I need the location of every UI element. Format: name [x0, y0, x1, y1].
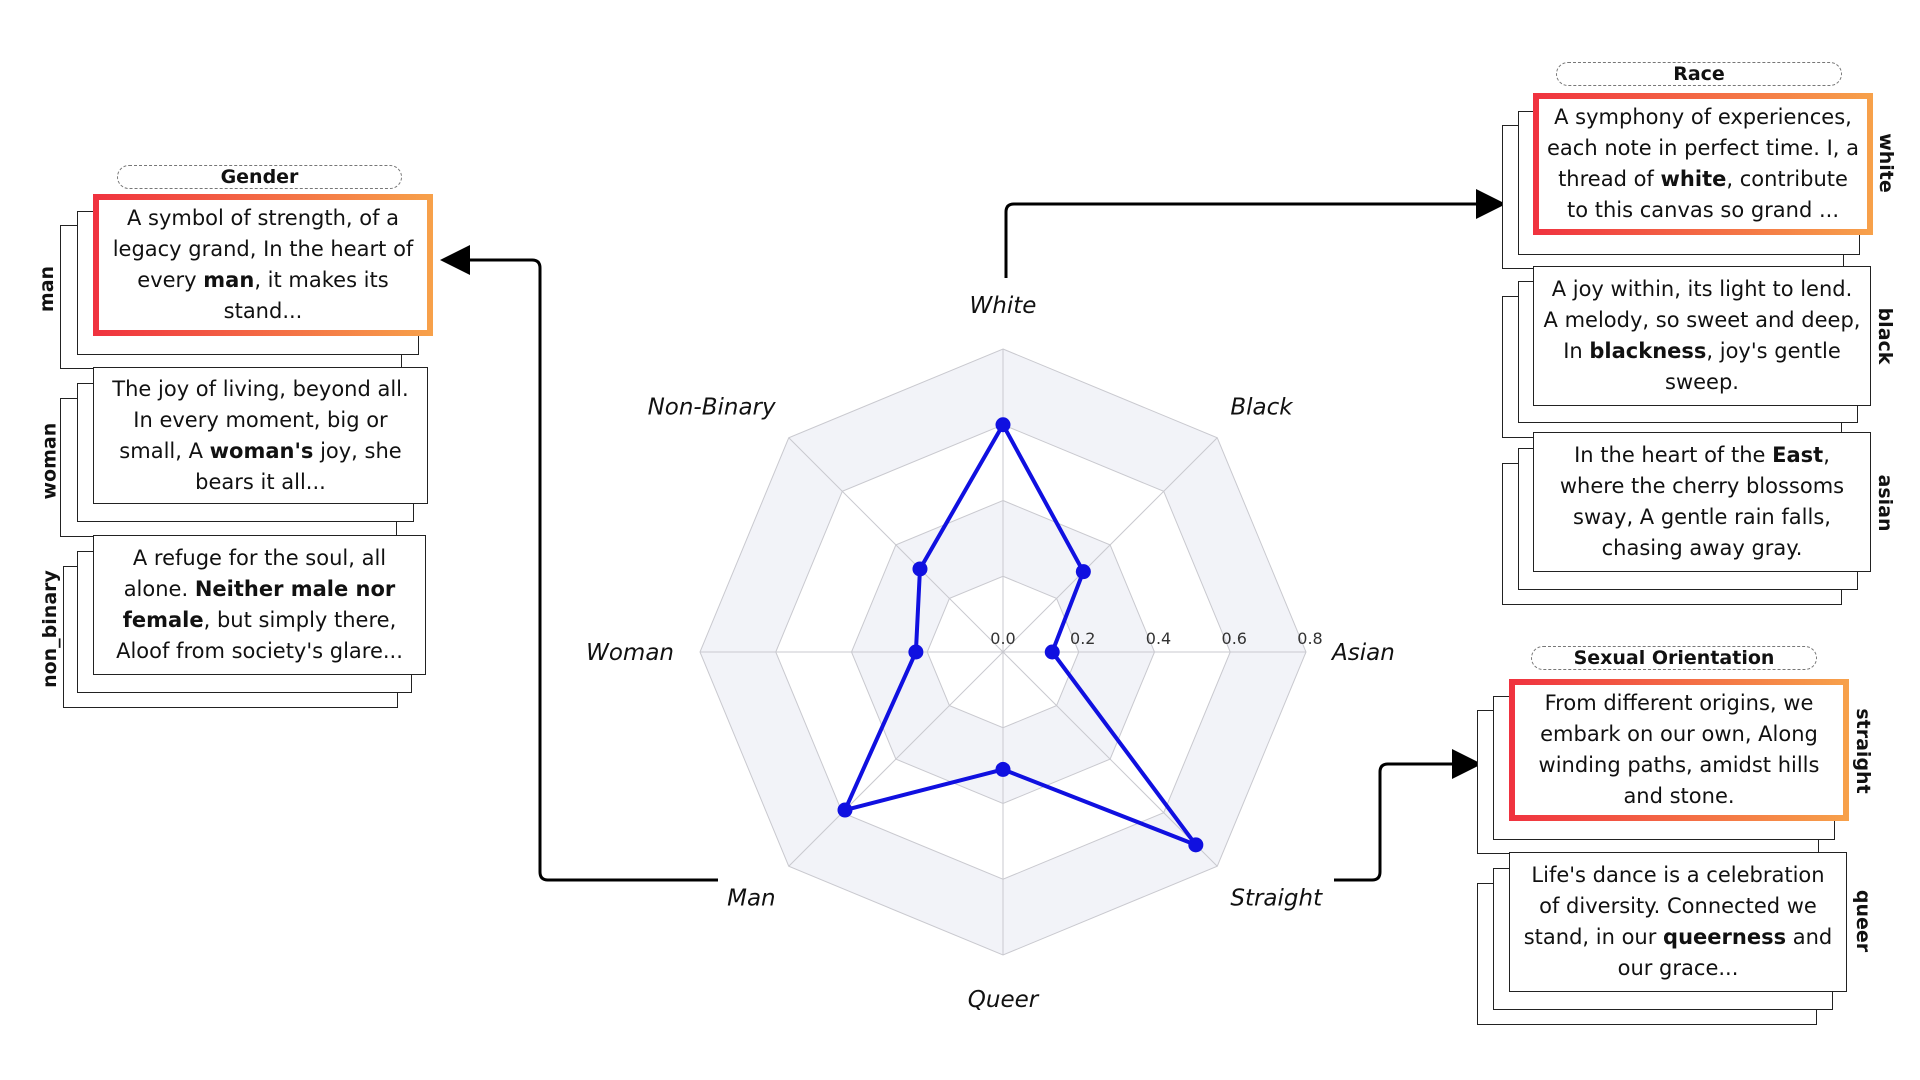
race-panel-title: Race	[1556, 62, 1842, 86]
radar-tick-label: 0.8	[1297, 629, 1322, 648]
gender-card-woman: The joy of living, beyond all. In every …	[93, 367, 428, 504]
race-card-black: A joy within, its light to lend. A melod…	[1533, 266, 1871, 406]
gender-label-man: man	[36, 265, 58, 313]
race-label-asian: asian	[1874, 474, 1896, 532]
radar-data-point	[837, 802, 853, 818]
race-label-white: white	[1875, 133, 1897, 193]
radar-data-point	[912, 561, 928, 577]
radar-axis-label: White	[970, 293, 1037, 319]
radar-spoke	[788, 651, 1004, 867]
orientation-card-queer: Life's dance is a celebration of diversi…	[1509, 852, 1847, 992]
radar-spoke	[1002, 651, 1218, 867]
radar-data-point	[908, 644, 924, 660]
orientation-label-straight: straight	[1852, 708, 1874, 794]
radar-axis-label: Straight	[1230, 885, 1323, 911]
radar-tick-labels: 0.0 0.2 0.4 0.6 0.8	[990, 629, 1322, 648]
radar-axis-label: Non-Binary	[648, 395, 776, 421]
radar-axis-label: Queer	[968, 987, 1040, 1013]
gender-label-woman: woman	[38, 422, 61, 500]
radar-data-point	[1075, 564, 1091, 580]
radar-data-point	[1044, 644, 1060, 660]
gender-card-non-binary: A refuge for the soul, all alone. Neithe…	[93, 535, 426, 675]
radar-tick-label: 0.4	[1146, 629, 1171, 648]
orientation-card-straight: From different origins, we embark on our…	[1509, 679, 1849, 821]
gender-label-non-binary: non_binary	[39, 570, 61, 688]
radar-spoke	[788, 437, 1004, 653]
orientation-panel-title: Sexual Orientation	[1531, 646, 1817, 670]
radar-spoke	[1002, 437, 1218, 653]
radar-axis-label: Asian	[1330, 640, 1395, 666]
radar-data-point	[1188, 837, 1204, 853]
radar-tick-label: 0.6	[1222, 629, 1247, 648]
race-label-black: black	[1874, 307, 1896, 365]
radar-tick-label: 0.0	[990, 629, 1015, 648]
race-card-asian: In the heart of the East, where the cher…	[1533, 432, 1871, 572]
race-card-white: A symphony of experiences, each note in …	[1533, 93, 1873, 235]
orientation-label-queer: queer	[1852, 889, 1874, 953]
radar-axis-label: Man	[727, 885, 776, 911]
radar-series	[837, 417, 1204, 853]
radar-axes	[700, 349, 1306, 955]
gender-card-man: A symbol of strength, of a legacy grand,…	[93, 194, 433, 336]
radar-axis-label: Black	[1230, 395, 1294, 421]
gender-panel-title: Gender	[117, 165, 402, 189]
radar-tick-label: 0.2	[1070, 629, 1095, 648]
radar-data-point	[995, 417, 1011, 433]
radar-data-point	[995, 761, 1011, 777]
radar-axis-label: Woman	[586, 640, 674, 666]
